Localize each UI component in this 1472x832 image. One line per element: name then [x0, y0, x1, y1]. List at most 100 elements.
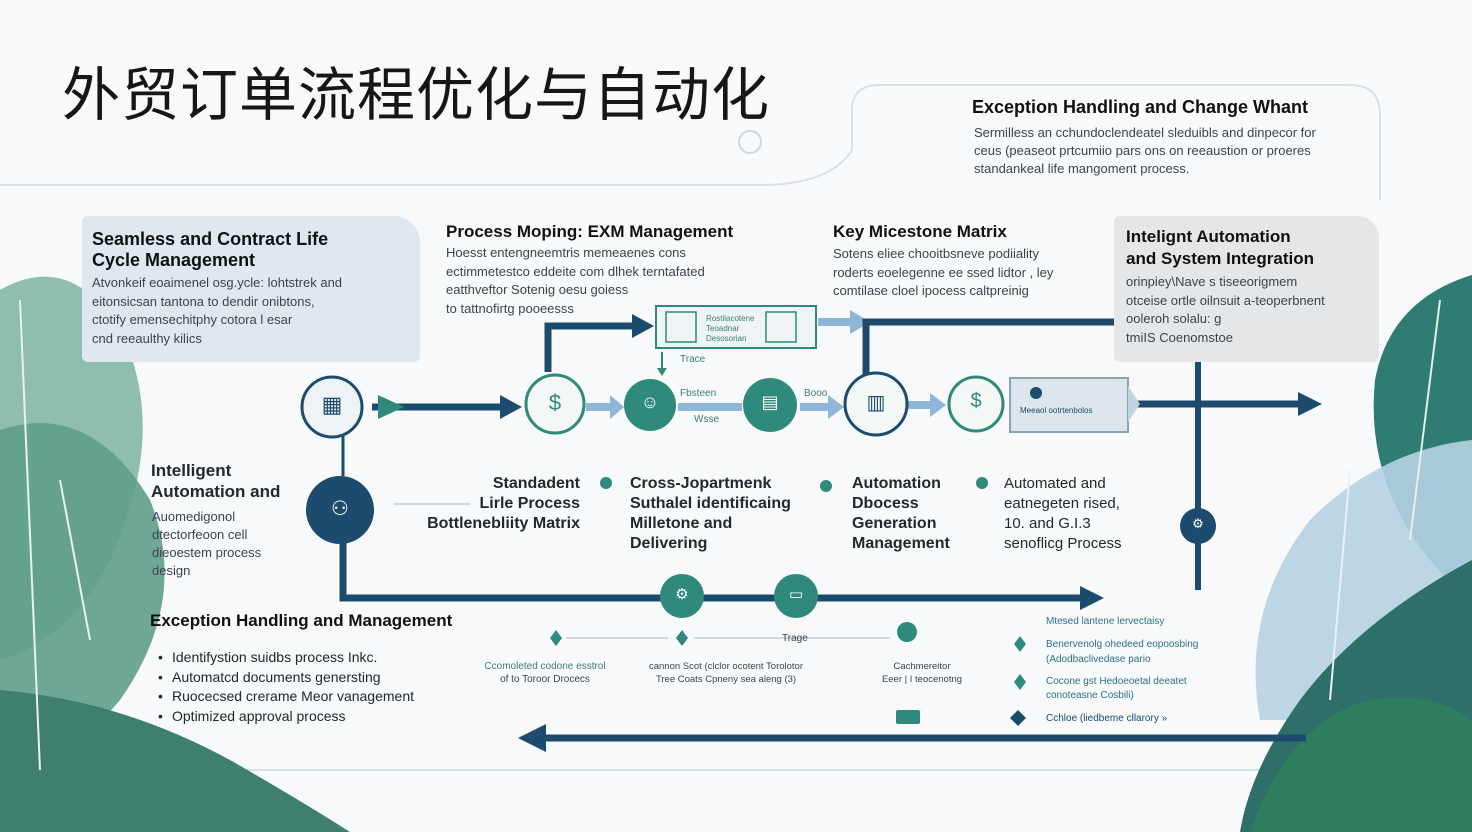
contract-line: cnd reeaulthy kilics: [92, 330, 202, 346]
step-line: Milletone and: [630, 515, 733, 532]
mid-line: ectimmetestco eddeite com dlhek terntafa…: [446, 263, 705, 279]
page-title: 外贸订单流程优化与自动化: [62, 61, 771, 129]
key-milestone-heading: Key Micestone Matrix: [833, 222, 1007, 241]
step-line: Bottlenebliity Matrix: [427, 515, 580, 532]
contract-life-heading: Seamless and Contract Life: [92, 229, 329, 249]
top-right-line: ceus (peaseot prtcumiio pars ons on reea…: [974, 143, 1311, 158]
mid-line: to tattnofirtg pooeesss: [446, 300, 574, 316]
right-note: Benervenolg ohedeed eopoosbing: [1046, 639, 1199, 650]
step-line: Suthalel identificaing: [630, 495, 791, 512]
note-line: Ccomoleted codone esstrol: [484, 661, 606, 672]
dollar-leaf-icon: $: [548, 390, 562, 415]
bottom-note-4: Cachmereitor Eeer | I teocenotng: [862, 660, 982, 686]
integration-heading: Intelignt Automation: [1126, 227, 1291, 246]
key-milestone-text: Sotens eliee chooitbsneve podiiality rod…: [833, 245, 1103, 301]
process-box: [655, 305, 817, 349]
top-right-line: standankeal life mangoment process.: [974, 161, 1190, 176]
process-mapping-heading: Process Moping: EXM Management: [446, 222, 734, 241]
fbsteen-label: Fbsteen: [680, 388, 717, 399]
server-node: [300, 375, 364, 439]
left-lower-line: [339, 540, 1082, 602]
exception-list: Identifystion suidbs process Inkc. Autom…: [158, 648, 458, 726]
flow-arrowhead: [500, 395, 522, 419]
bulb-node: [897, 622, 917, 642]
note-line: Eeer | I teocenotng: [881, 674, 963, 685]
laptop-icon: ▭: [788, 586, 804, 603]
clipboard-icon: ▥: [866, 392, 886, 414]
clipboard-node: [843, 371, 909, 437]
integration-line: orinpiey\Nave s tiseeorigmem: [1126, 274, 1298, 289]
dollar-sign-icon: $: [970, 390, 982, 412]
step-label-4: Automated and eatnegeten rised, 10. and …: [1004, 474, 1174, 554]
note-line: of to Toroor Drocecs: [500, 674, 590, 685]
integration-line: ooleroh solalu: g: [1126, 311, 1222, 326]
contract-line: ctotify emensechitphy cotora l esar: [92, 312, 293, 327]
step-label-1: Standadent Lirle Process Bottlenebliity …: [414, 474, 580, 534]
contract-line: eitonsicsan tantona to dendir onibtons,: [92, 293, 315, 309]
key-line: Sotens eliee chooitbsneve podiiality: [833, 246, 1039, 261]
contract-line: Atvonkeif eoaimenel osg.ycle: lohtstrek …: [92, 275, 343, 290]
booo-label: Booo: [804, 388, 828, 399]
process-box-label: Desosorian: [706, 334, 747, 343]
intelligent-automation-heading: Intelligent: [151, 461, 232, 480]
right-note: Cocone gst Hedoeoetal deeatet: [1046, 676, 1187, 687]
dollar-sign-node: [947, 375, 1005, 433]
info-strip-arrow: [1128, 386, 1140, 422]
left-mid-line: dtectorfeoon cell: [152, 527, 248, 542]
right-note: conoteasne Cosbili): [1046, 690, 1134, 701]
marker-dot: [600, 477, 612, 489]
flow-arrowhead: [657, 368, 667, 376]
step-label-2: Cross-Jopartmenk Suthalel identificaing …: [630, 474, 810, 554]
note-line: Cachmereitor: [893, 661, 951, 672]
info-dot: [1030, 387, 1042, 399]
team-icon: ⚇: [331, 498, 349, 520]
integration-line: otceise ortle oilnsuit a-teoperbnent: [1126, 292, 1325, 308]
top-right-heading: Exception Handling and Change Whant: [972, 97, 1309, 117]
note-line: cannon Scot (clclor ocotent Torolotor: [648, 661, 804, 672]
laptop-node: [774, 574, 818, 618]
flow-arrowhead: [610, 395, 624, 419]
bottom-note-3: cannon Scot (clclor ocotent Torolotor Tr…: [636, 660, 816, 686]
bottom-note-1: Ccomoleted codone esstrol of to Toroor D…: [470, 660, 620, 686]
integration-heading-2: and System Integration: [1126, 249, 1314, 268]
step-line: Automated and: [1004, 475, 1106, 492]
person-node: [624, 379, 676, 431]
key-line: comtilase cloel ipocess caltpreinig: [833, 283, 1029, 298]
step-label-3: Automation Dbocess Generation Management: [852, 474, 972, 554]
flow-arrowhead: [378, 395, 404, 419]
process-box-icon: [665, 311, 697, 343]
step-line: 10. and G.I.3: [1004, 515, 1091, 532]
flow-arrowhead: [1298, 392, 1322, 416]
exception-heading: Exception Handling and Management: [150, 611, 453, 630]
small-device: [896, 710, 920, 724]
flow-arrowhead: [1080, 586, 1104, 610]
branch-line: [544, 322, 635, 372]
trace-label: Trace: [680, 354, 706, 365]
step-line: Lirle Process: [479, 495, 581, 512]
contract-life-text: Atvonkeif eoaimenel osg.ycle: lohtstrek …: [92, 274, 412, 348]
robot-node: [660, 574, 704, 618]
diamond-marker: [676, 630, 688, 646]
flow-arrowhead: [632, 314, 654, 338]
info-strip: [1009, 377, 1129, 433]
integration-text: orinpiey\Nave s tiseeorigmem otceise ort…: [1126, 273, 1376, 347]
robot-icon: ⚙: [675, 586, 689, 603]
diamond-marker: [1010, 710, 1026, 726]
step-line: Delivering: [630, 535, 708, 552]
server-icon: ▦: [321, 392, 343, 417]
mid-line: eatthveftor Sotenig oesu goiess: [446, 282, 629, 297]
left-mid-line: dieoestem process: [152, 545, 262, 560]
intelligent-automation-text: Auomedigonol dtectorfeoon cell dieoestem…: [152, 508, 292, 580]
step-line: Cross-Jopartmenk: [630, 475, 772, 492]
flow-arrowhead: [850, 310, 870, 334]
gear-icon: ⚙: [1192, 516, 1204, 531]
contract-life-heading-2: Cycle Management: [92, 250, 256, 270]
top-right-text: Sermilless an cchundoclendeatel sleduibl…: [974, 124, 1364, 178]
flow-arrowhead: [518, 724, 546, 752]
process-box-icon: [765, 311, 797, 343]
diamond-marker: [1014, 636, 1026, 652]
wsse-label: Wsse: [694, 414, 719, 425]
step-line: Standadent: [492, 475, 580, 492]
